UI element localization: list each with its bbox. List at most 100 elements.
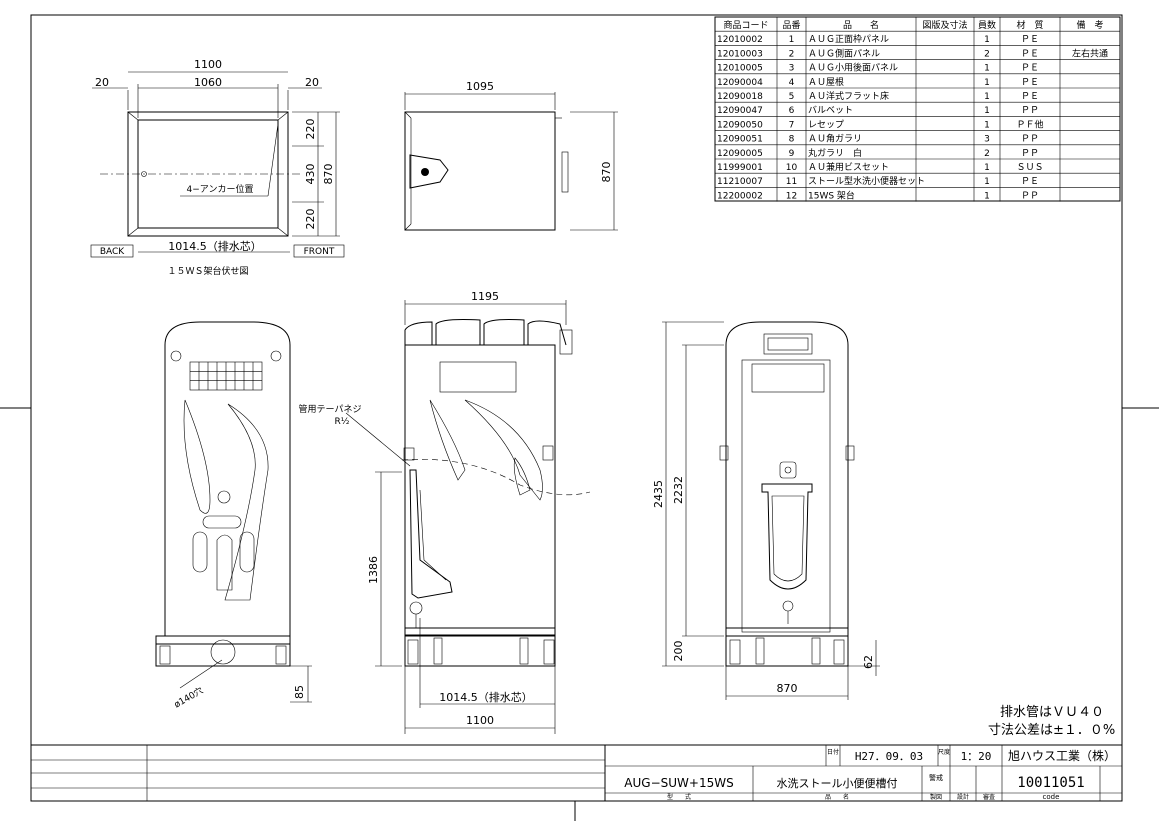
- plan-dim-430: 430: [304, 164, 317, 185]
- table-cell: 11: [786, 177, 797, 187]
- plan-drain-dim: 1014.5（排水芯）: [168, 239, 262, 253]
- back-label: BACK: [100, 247, 125, 257]
- anchor-label: 4−アンカー位置: [187, 183, 254, 195]
- side-dim-1386: 1386: [367, 556, 380, 584]
- front-dim-870: 870: [777, 682, 798, 695]
- table-cell: 1: [984, 92, 990, 102]
- company-name: 旭ハウス工業（株）: [1008, 748, 1116, 763]
- table-cell: ＡＵＧ小用後面パネル: [808, 62, 898, 74]
- table-cell: ＡＵ屋根: [808, 76, 844, 88]
- table-cell: 10: [786, 163, 798, 173]
- table-header: 材 質: [1016, 19, 1043, 31]
- table-cell: 1: [984, 120, 990, 130]
- date-label: 日付: [827, 748, 839, 756]
- table-cell: ＳＵＳ: [1016, 163, 1043, 173]
- table-header: 員数: [978, 19, 996, 31]
- table-cell: ＰＥ: [1021, 78, 1039, 88]
- check-label-design: 設計: [957, 793, 969, 801]
- table-cell: ＡＵ角ガラリ: [808, 133, 862, 145]
- table-cell: 左右共通: [1072, 47, 1108, 59]
- table-cell: 1: [984, 163, 990, 173]
- table-cell: ＰＥ: [1021, 35, 1039, 45]
- table-cell: 11210007: [717, 177, 763, 187]
- front-label: FRONT: [304, 247, 335, 257]
- table-cell: ＰＥ: [1021, 177, 1039, 187]
- table-cell: 12090004: [717, 78, 763, 88]
- table-cell: 1: [984, 177, 990, 187]
- table-cell: 丸ガラリ 白: [808, 147, 862, 159]
- note-tolerance: 寸法公差は±１．０%: [988, 723, 1115, 738]
- table-cell: ＰＥ: [1021, 64, 1039, 74]
- table-cell: 12: [786, 191, 797, 201]
- side-dim-top: 1195: [471, 290, 499, 303]
- code-label: code: [1043, 793, 1060, 801]
- table-cell: 1: [984, 64, 990, 74]
- side-drain-dim: 1014.5（排水芯）: [439, 690, 533, 704]
- table-cell: 12010005: [717, 64, 763, 74]
- plan-caption: １５ＷＳ架台伏せ図: [167, 265, 248, 277]
- side-dim-bottom: 1100: [466, 714, 494, 727]
- table-header: 図版及寸法: [922, 19, 967, 31]
- table-cell: 8: [789, 135, 795, 145]
- table-cell: ＰＰ: [1021, 191, 1039, 201]
- title-block: 日付 H27．09．03 尺度 1：20 旭ハウス工業（株） AUG−SUW+1…: [31, 744, 1122, 801]
- date-value: H27．09．03: [855, 750, 923, 763]
- table-cell: 12010003: [717, 49, 763, 59]
- scale-label: 尺度: [938, 748, 950, 756]
- table-cell: ＰＰ: [1021, 149, 1039, 159]
- plan-dim-total: 1100: [194, 58, 222, 71]
- product-value: 水洗ストール小便便槽付: [777, 777, 898, 790]
- side-view: 管用テーパネジ R½ 1195 1386 1014.5（排水芯） 1100: [299, 290, 591, 734]
- front-dim-62: 62: [862, 655, 875, 669]
- front-dim-2232: 2232: [672, 476, 685, 504]
- table-cell: 12090005: [717, 149, 763, 159]
- back-dim-85: 85: [293, 685, 306, 699]
- table-cell: 2: [984, 149, 990, 159]
- table-header: 品番: [782, 19, 800, 31]
- plan-dim-870: 870: [322, 164, 335, 185]
- table-cell: ＰＰ: [1021, 135, 1039, 145]
- table-cell: 1: [984, 78, 990, 88]
- plan-view: 1100 1060 20 20 220 430 220 870 4−アンカー位置…: [90, 58, 345, 277]
- pipe-label: 管用テーパネジ: [299, 403, 362, 415]
- table-cell: ＡＵ兼用ビスセット: [808, 161, 889, 173]
- table-cell: 7: [789, 120, 795, 130]
- table-cell: ＡＵ洋式フラット床: [808, 90, 889, 102]
- table-cell: 12090047: [717, 106, 763, 116]
- table-cell: 4: [789, 78, 795, 88]
- table-cell: 12090018: [717, 92, 763, 102]
- back-dia-label: ø140穴: [172, 684, 205, 710]
- plan-dim-right: 20: [305, 76, 319, 89]
- table-cell: 5: [789, 92, 795, 102]
- table-cell: ＰＦ他: [1016, 118, 1043, 130]
- table-cell: 12010002: [717, 35, 763, 45]
- table-cell: 12090050: [717, 120, 763, 130]
- table-header: 品 名: [843, 19, 879, 31]
- caution-label: 警戒: [929, 773, 943, 782]
- table-cell: 6: [789, 106, 795, 116]
- table-cell: バルベット: [808, 105, 853, 116]
- back-view: ø140穴 85: [155, 321, 312, 711]
- pipe-spec: R½: [335, 417, 350, 427]
- plan-dim-220-top: 220: [304, 119, 317, 140]
- check-label-draft: 製図: [930, 793, 942, 801]
- plan-dim-inner: 1060: [194, 76, 222, 89]
- front-dim-2435: 2435: [652, 480, 665, 508]
- plan-dim-220-bottom: 220: [304, 209, 317, 230]
- front-view: 2435 2232 200 62 870: [652, 321, 880, 700]
- table-cell: ＰＥ: [1021, 49, 1039, 59]
- table-cell: ＡＵＧ正面枠パネル: [808, 33, 889, 45]
- table-cell: 11999001: [717, 163, 763, 173]
- product-label: 品 名: [825, 793, 849, 801]
- table-cell: 12090051: [717, 135, 763, 145]
- front-dim-200: 200: [672, 641, 685, 662]
- table-cell: 1: [984, 35, 990, 45]
- table-cell: レセップ: [808, 119, 844, 130]
- table-cell: 2: [984, 49, 990, 59]
- table-cell: ＡＵＧ側面パネル: [808, 47, 880, 59]
- table-cell: ＰＰ: [1021, 106, 1039, 116]
- model-value: AUG−SUW+15WS: [624, 776, 733, 790]
- table-cell: 1: [984, 191, 990, 201]
- table-cell: 3: [984, 135, 990, 145]
